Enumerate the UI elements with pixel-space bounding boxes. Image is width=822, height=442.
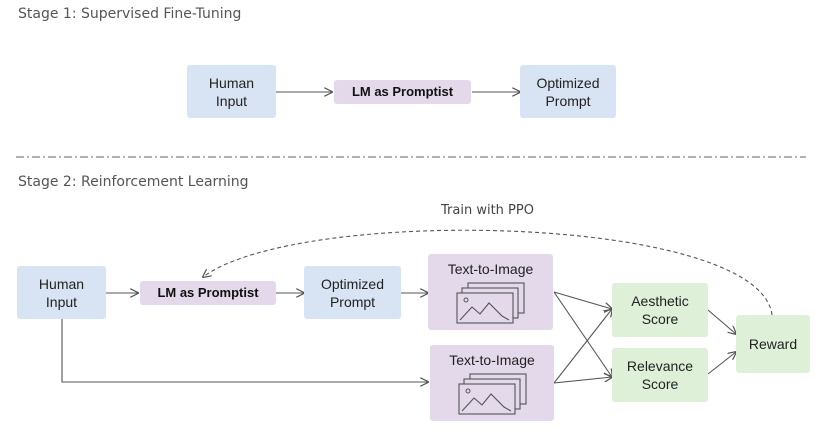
ppo-feedback-label: Train with PPO	[441, 203, 534, 218]
s1-lm-promptist-box: LM as Promptist	[334, 80, 471, 104]
aesthetic-score-box: Aesthetic Score	[612, 283, 708, 337]
text-to-image-bottom-box: Text-to-Image	[430, 345, 554, 421]
s2-optimized-prompt-box: Optimized Prompt	[304, 266, 401, 319]
text-to-image-top-box: Text-to-Image	[428, 254, 553, 330]
text-to-image-top-label: Text-to-Image	[447, 261, 534, 277]
text-to-image-bottom-label: Text-to-Image	[449, 352, 535, 368]
image-stack-icon	[456, 282, 525, 324]
arrow-ppo-feedback	[203, 229, 773, 316]
reward-box: Reward	[736, 315, 810, 373]
s2-lm-promptist-box: LM as Promptist	[140, 281, 276, 305]
arrow-t2i-bottom-to-aesthetic	[553, 309, 612, 384]
arrow-t2i-bottom-to-relevance	[553, 377, 612, 384]
s2-human-input-box: Human Input	[17, 266, 106, 319]
image-stack-icon	[458, 373, 527, 415]
arrow-relevance-to-reward	[707, 352, 736, 375]
s1-optimized-prompt-box: Optimized Prompt	[520, 65, 616, 118]
relevance-score-box: Relevance Score	[612, 348, 708, 402]
stage1-title: Stage 1: Supervised Fine-Tuning	[18, 6, 242, 22]
arrow-t2i-top-to-relevance	[553, 291, 612, 377]
arrow-aesthetic-to-reward	[707, 309, 736, 334]
arrow-t2i-top-to-aesthetic	[553, 291, 612, 309]
stage2-title: Stage 2: Reinforcement Learning	[18, 174, 249, 190]
s1-human-input-box: Human Input	[187, 65, 276, 118]
arrow-s2-input-to-t2i-bottom	[61, 319, 428, 382]
